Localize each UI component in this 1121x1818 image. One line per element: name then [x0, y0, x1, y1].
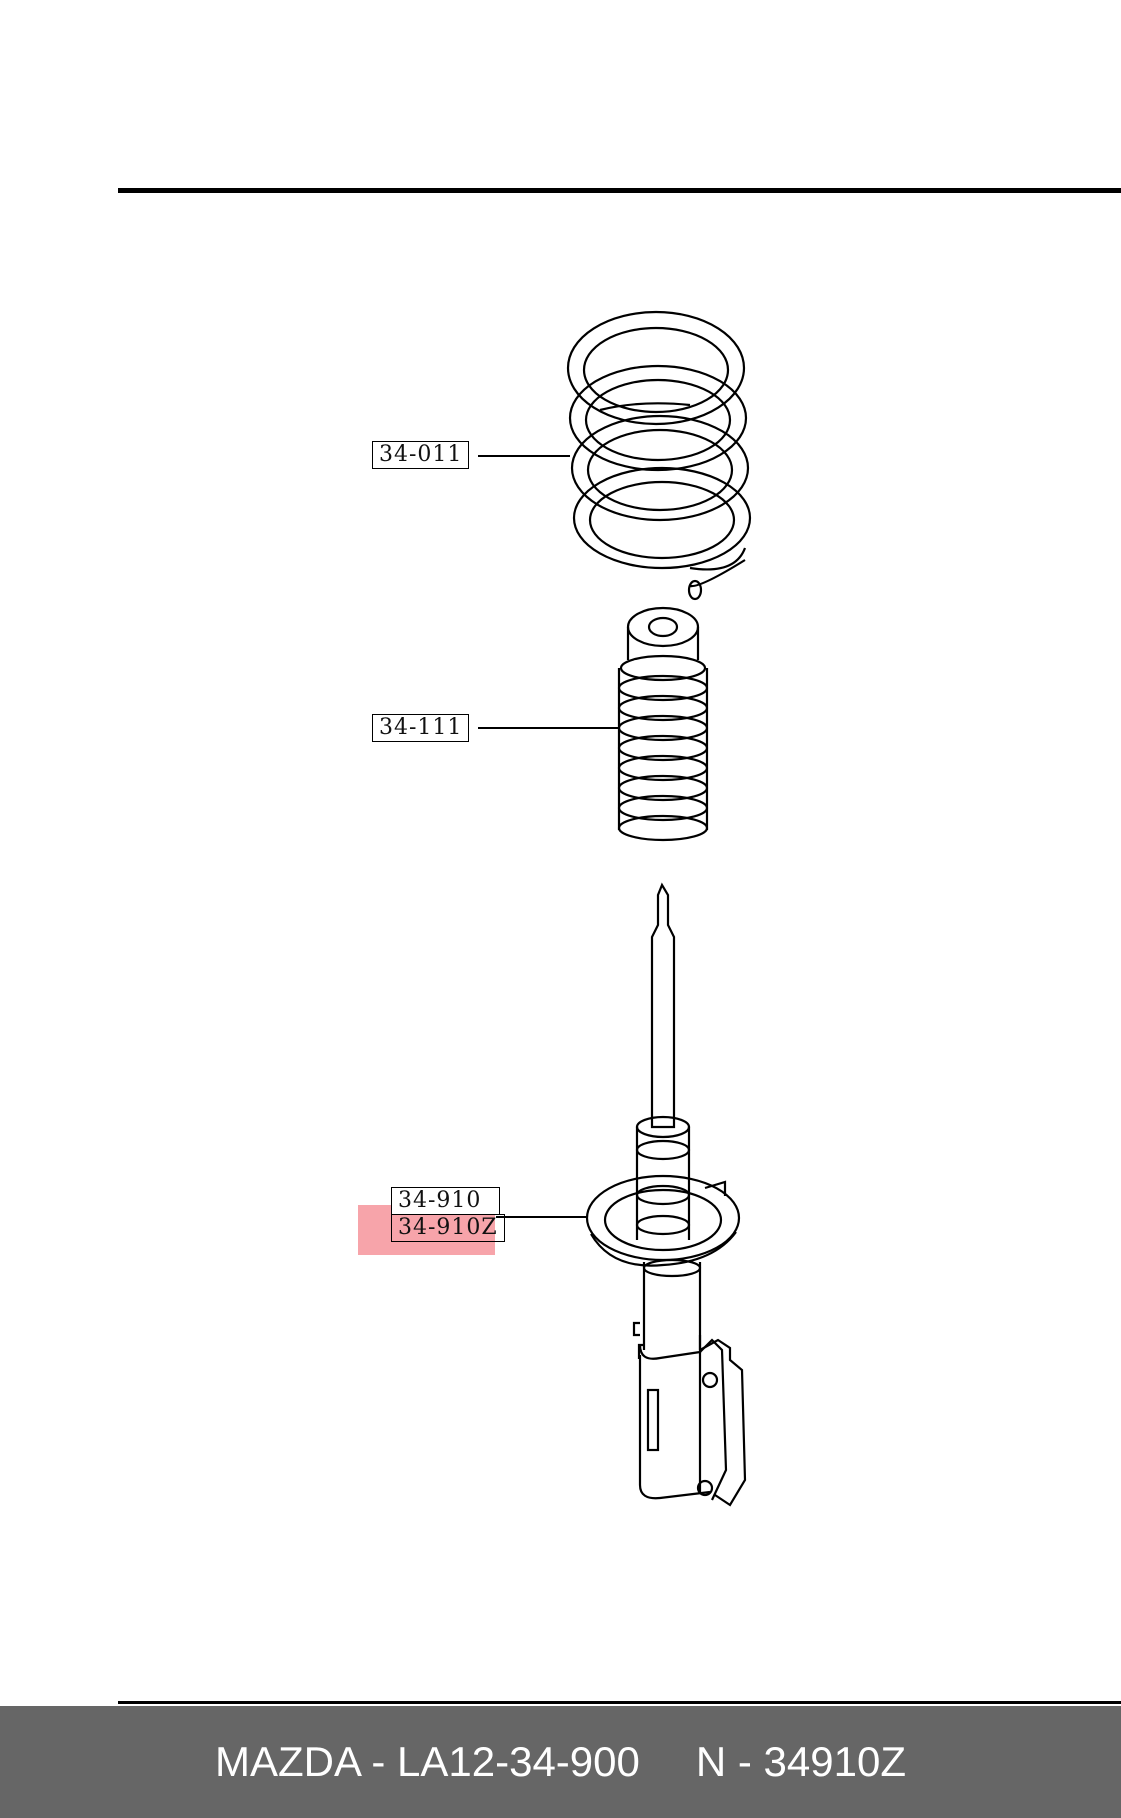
callout-strut-a[interactable]: 34-910	[391, 1187, 501, 1215]
bump-stop-drawing	[617, 606, 709, 842]
brand-part-number: MAZDA - LA12-34-900	[215, 1738, 640, 1785]
callout-bump-stop[interactable]: 34-111	[372, 714, 470, 742]
strut-drawing	[585, 882, 747, 1507]
coil-spring-drawing	[566, 310, 752, 601]
callout-coil-spring[interactable]: 34-011	[372, 441, 470, 469]
bottom-rule	[118, 1701, 1121, 1704]
leader-strut	[496, 1216, 588, 1218]
leader-bump-stop	[478, 727, 620, 729]
callout-strut-b[interactable]: 34-910Z	[391, 1214, 505, 1242]
exploded-parts-drawing	[566, 310, 752, 1507]
top-rule	[118, 188, 1121, 193]
part-number-footer: MAZDA - LA12-34-900 N - 34910Z	[0, 1706, 1121, 1818]
oem-part-number: N - 34910Z	[695, 1738, 906, 1785]
leader-coil-spring	[478, 455, 570, 457]
